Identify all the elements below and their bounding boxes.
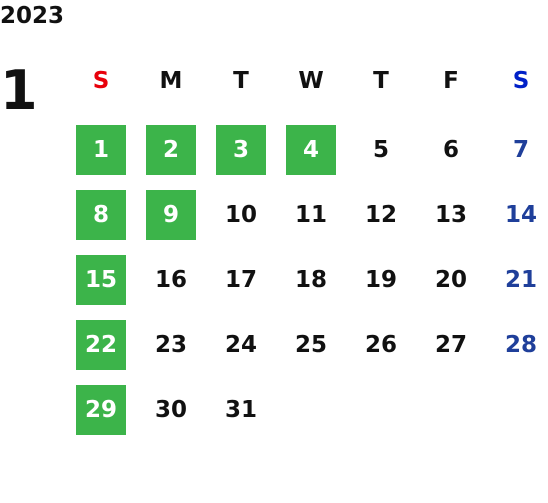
day-cell: 18 — [294, 266, 327, 293]
day-cell: 12 — [364, 201, 397, 228]
day-cell: 11 — [294, 201, 327, 228]
weekday-thursday: T — [373, 67, 389, 94]
calendar-year: 2023 — [0, 3, 65, 29]
weekday-friday: F — [443, 67, 459, 94]
day-cell: 8 — [76, 190, 126, 240]
day-cell: 2 — [146, 125, 196, 175]
day-cell: 9 — [146, 190, 196, 240]
weekday-sunday: S — [92, 67, 110, 94]
day-cell: 14 — [504, 201, 537, 228]
day-cell: 28 — [504, 331, 537, 358]
day-cell: 26 — [364, 331, 397, 358]
day-cell: 15 — [76, 255, 126, 305]
day-cell: 30 — [154, 396, 187, 423]
calendar-month: 1 — [0, 59, 38, 122]
day-cell: 22 — [76, 320, 126, 370]
weekday-tuesday: T — [233, 67, 249, 94]
day-cell: 31 — [224, 396, 257, 423]
day-cell: 20 — [434, 266, 467, 293]
weekday-monday: M — [159, 67, 183, 94]
day-cell: 19 — [364, 266, 397, 293]
day-cell: 25 — [294, 331, 327, 358]
day-cell: 1 — [76, 125, 126, 175]
day-cell: 29 — [76, 385, 126, 435]
weekday-wednesday: W — [298, 67, 324, 94]
day-cell: 21 — [504, 266, 537, 293]
day-cell: 24 — [224, 331, 257, 358]
day-cell: 16 — [154, 266, 187, 293]
day-cell: 13 — [434, 201, 467, 228]
weekday-saturday: S — [512, 67, 530, 94]
day-cell: 23 — [154, 331, 187, 358]
day-cell: 6 — [442, 136, 459, 163]
day-cell: 7 — [512, 136, 529, 163]
day-cell: 5 — [372, 136, 389, 163]
day-cell: 3 — [216, 125, 266, 175]
day-cell: 27 — [434, 331, 467, 358]
day-cell: 4 — [286, 125, 336, 175]
day-cell: 10 — [224, 201, 257, 228]
day-cell: 17 — [224, 266, 257, 293]
